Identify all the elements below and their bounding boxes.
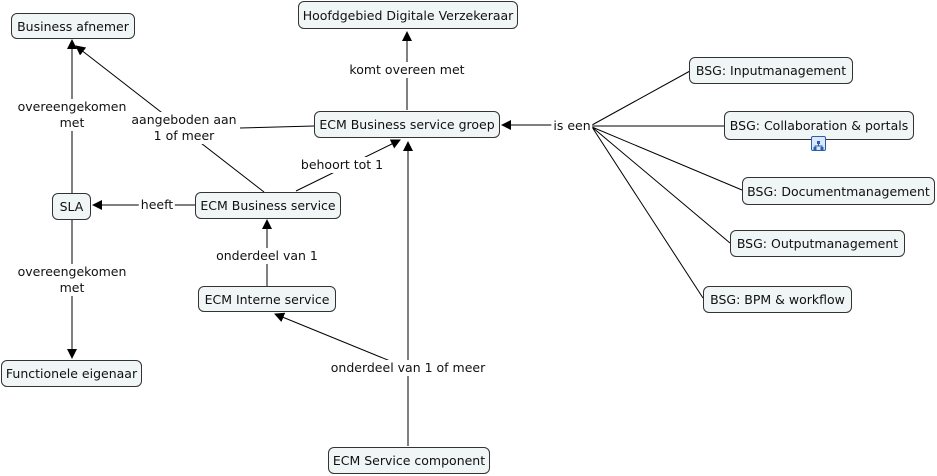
node-bsg-inputmanagement[interactable]: BSG: Inputmanagement — [689, 57, 853, 84]
label-heeft: heeft — [138, 197, 176, 213]
node-ecm-business-service[interactable]: ECM Business service — [195, 192, 341, 219]
label-aangeboden-aan: aangeboden aan 1 of meer — [129, 112, 239, 144]
node-sla[interactable]: SLA — [52, 193, 91, 220]
submap-icon-glyph — [813, 141, 824, 150]
submap-icon[interactable] — [811, 136, 826, 151]
label-komt-overeen-met: komt overeen met — [347, 62, 467, 78]
node-bsg-documentmanagement[interactable]: BSG: Documentmanagement — [742, 177, 935, 205]
label-onderdeel-van-1-of-meer: onderdeel van 1 of meer — [328, 360, 488, 376]
node-ecm-service-component[interactable]: ECM Service component — [328, 447, 490, 474]
node-ecm-interne-service[interactable]: ECM Interne service — [198, 286, 336, 312]
label-overeengekomen-top: overeengekomen met — [15, 99, 129, 131]
edge-output-to-iseen — [591, 126, 731, 244]
node-bsg-collaboration-portals[interactable]: BSG: Collaboration & portals — [724, 111, 914, 140]
node-functionele-eigenaar[interactable]: Functionele eigenaar — [1, 360, 142, 387]
label-is-een: is een — [551, 118, 593, 134]
node-hoofdgebied[interactable]: Hoofdgebied Digitale Verzekeraar — [298, 1, 518, 29]
node-bsg-outputmanagement[interactable]: BSG: Outputmanagement — [730, 230, 905, 257]
edge-input-to-iseen — [591, 70, 691, 126]
label-behoort-tot-1: behoort tot 1 — [298, 157, 386, 173]
label-overeengekomen-bottom: overeengekomen met — [15, 264, 129, 296]
edge-bsg-to-afnemer-label — [239, 125, 315, 129]
label-onderdeel-van-1: onderdeel van 1 — [214, 248, 320, 264]
node-bsg-bpm-workflow[interactable]: BSG: BPM & workflow — [703, 286, 852, 313]
node-ecm-business-service-groep[interactable]: ECM Business service groep — [314, 111, 500, 138]
edge-document-to-iseen — [591, 126, 743, 191]
edge-component-to-interne — [274, 312, 401, 366]
node-business-afnemer[interactable]: Business afnemer — [11, 13, 135, 39]
edge-bpm-to-iseen — [591, 126, 704, 299]
